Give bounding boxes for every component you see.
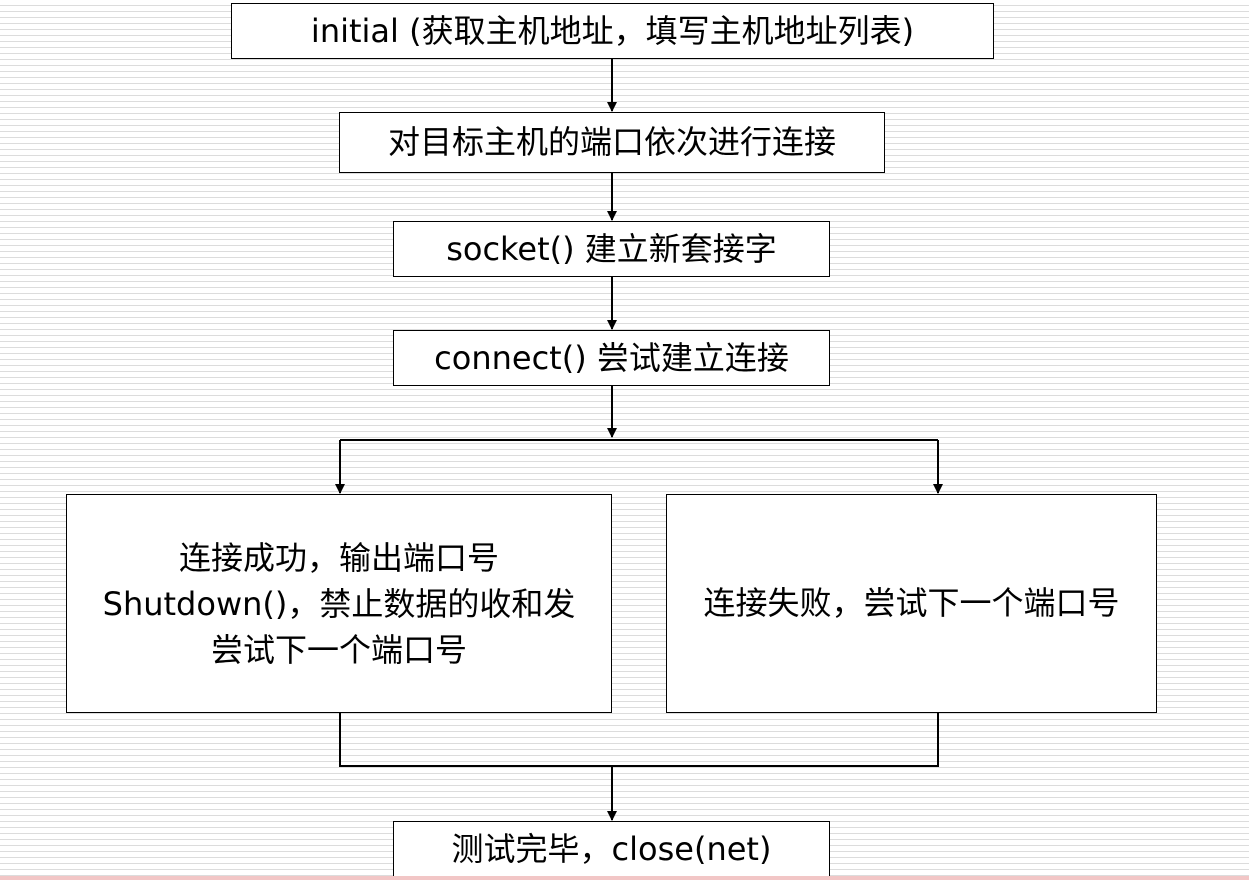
- success-box: 连接成功，输出端口号 Shutdown()，禁止数据的收和发 尝试下一个端口号: [66, 494, 612, 713]
- connect-ports-label: 对目标主机的端口依次进行连接: [387, 123, 836, 162]
- success-line-1: 连接成功，输出端口号: [178, 538, 499, 577]
- done-box: 测试完毕，close(net): [393, 821, 830, 877]
- bottom-accent-line: [0, 876, 1249, 880]
- success-line-2: Shutdown()，禁止数据的收和发: [102, 584, 576, 623]
- success-line-3: 尝试下一个端口号: [210, 630, 467, 669]
- connect-box: connect() 尝试建立连接: [393, 330, 830, 386]
- failure-label: 连接失败，尝试下一个端口号: [703, 584, 1120, 623]
- connect-ports-box: 对目标主机的端口依次进行连接: [339, 112, 885, 173]
- failure-box: 连接失败，尝试下一个端口号: [666, 494, 1157, 713]
- initial-box: initial (获取主机地址，填写主机地址列表): [231, 3, 994, 59]
- done-label: 测试完毕，close(net): [451, 829, 772, 868]
- initial-label: initial (获取主机地址，填写主机地址列表): [310, 11, 915, 50]
- merge-line: [339, 712, 939, 767]
- socket-label: socket() 建立新套接字: [446, 229, 777, 268]
- connect-label: connect() 尝试建立连接: [434, 338, 789, 377]
- socket-box: socket() 建立新套接字: [393, 221, 830, 277]
